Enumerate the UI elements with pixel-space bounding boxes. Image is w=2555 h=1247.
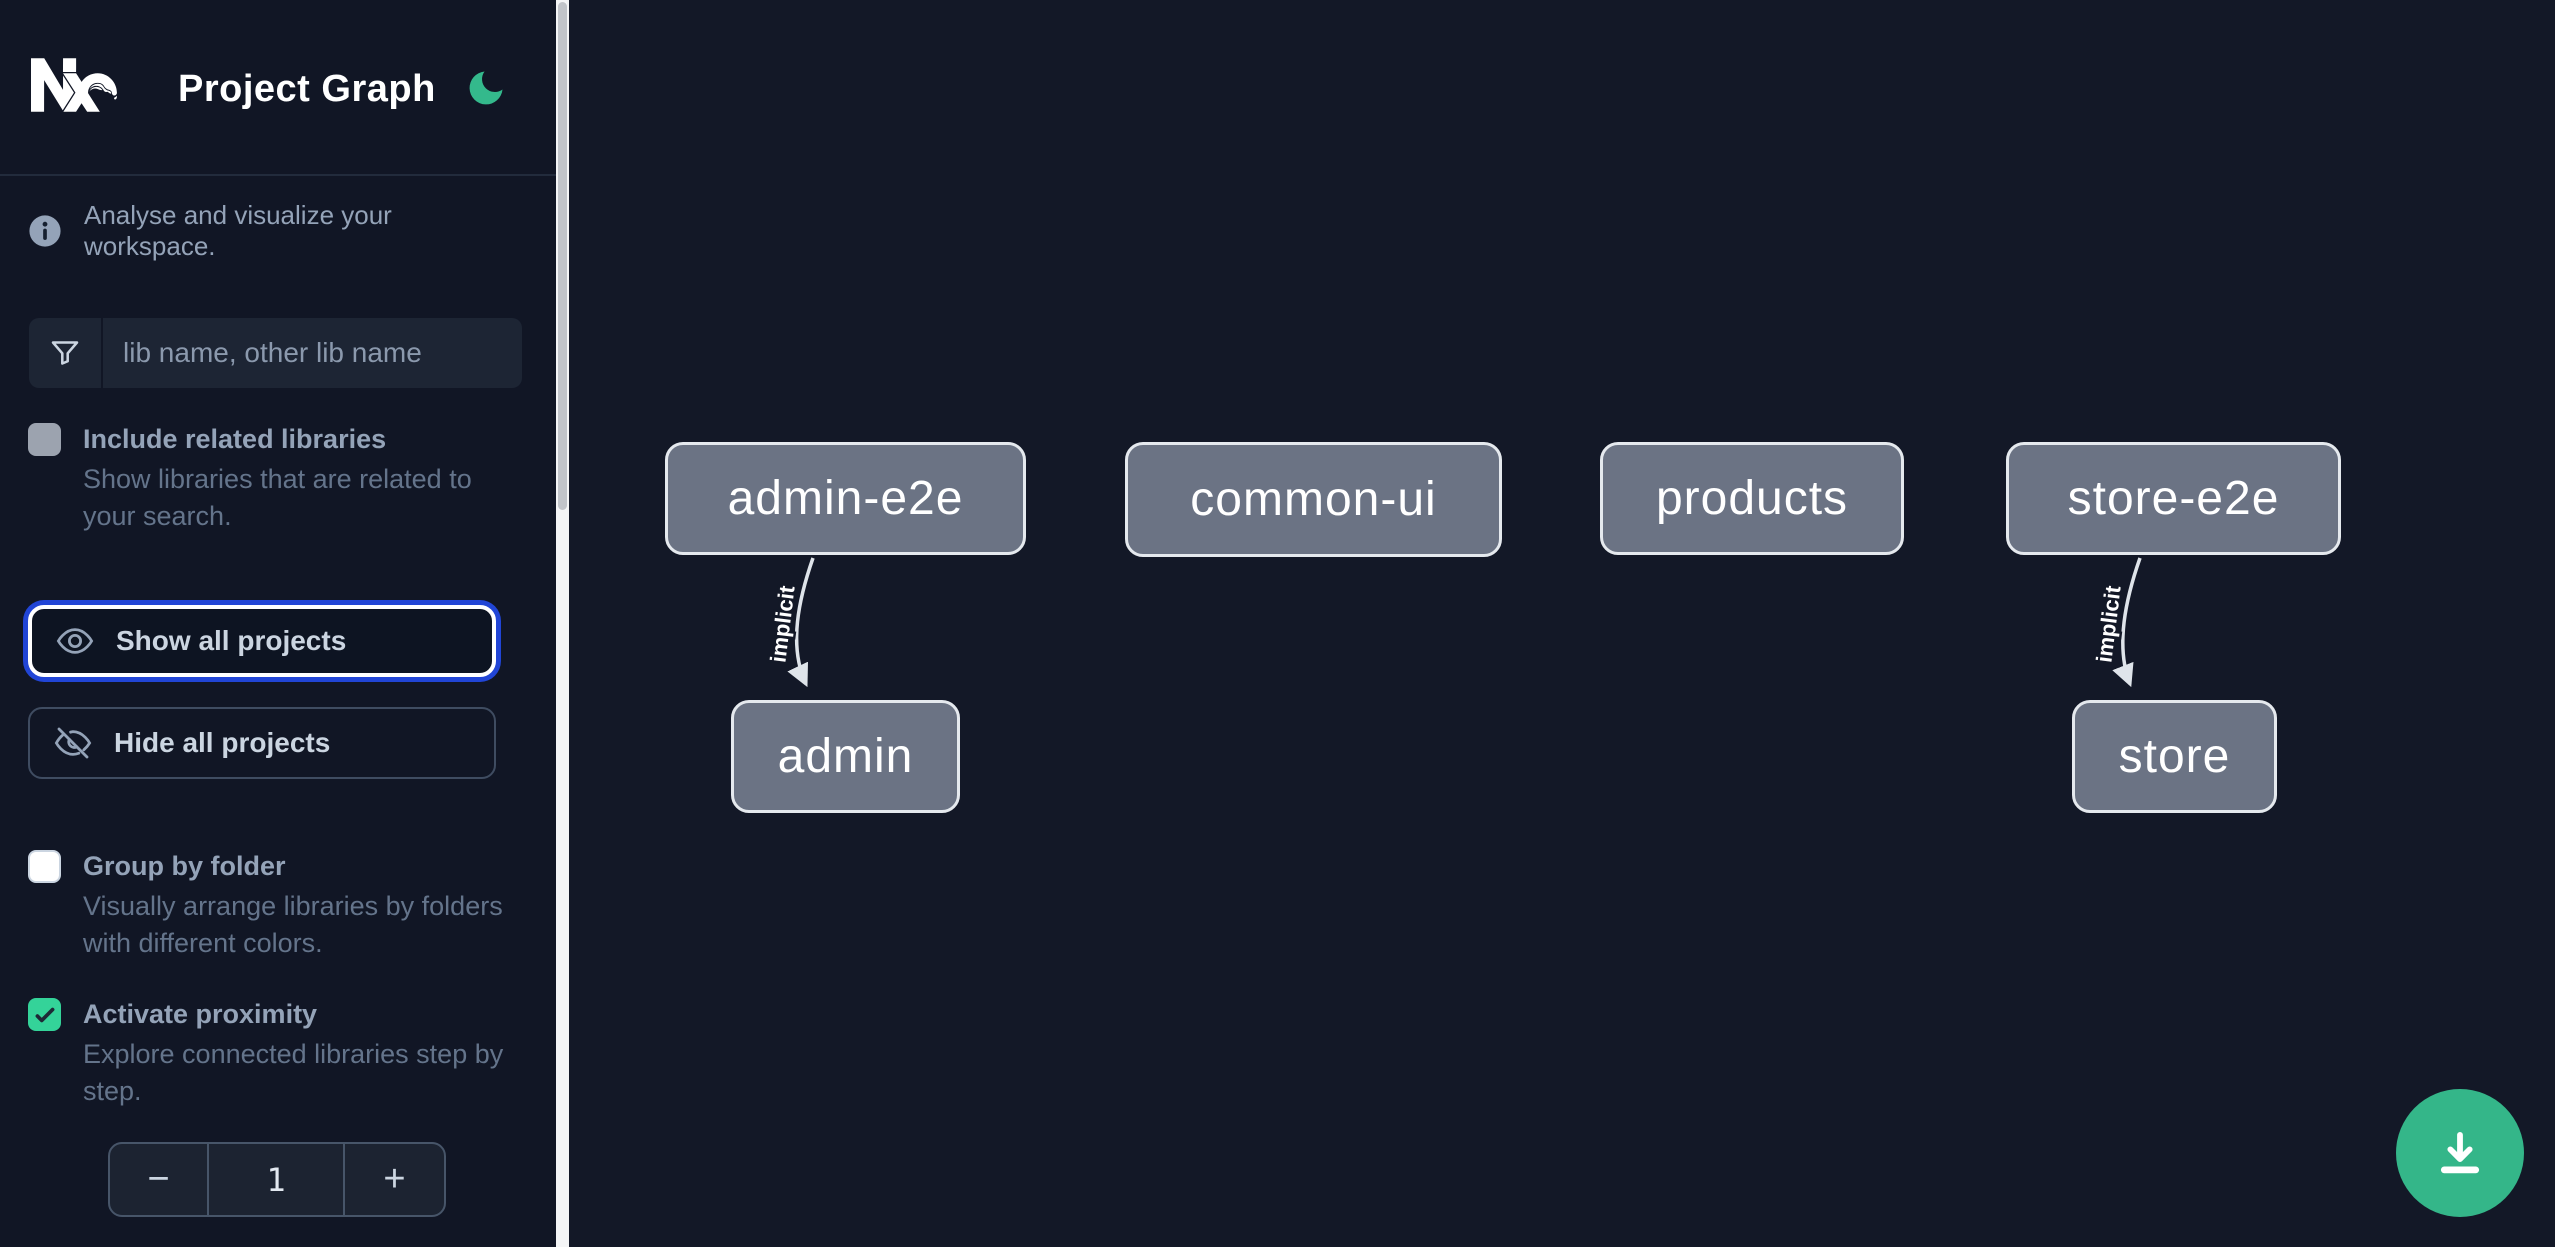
nx-logo (31, 58, 118, 112)
project-node-store-e2e[interactable]: store-e2e (2006, 442, 2341, 555)
edge-label-implicit-2: implicit (2091, 584, 2125, 664)
download-icon (2440, 1131, 2480, 1174)
project-node-admin-e2e[interactable]: admin-e2e (665, 442, 1026, 555)
info-icon (29, 215, 61, 247)
show-all-projects-label: Show all projects (116, 625, 347, 656)
eye-slash-icon (54, 727, 92, 759)
edge-label-implicit-1: implicit (765, 584, 799, 664)
proximity-increment-button[interactable]: + (343, 1144, 444, 1215)
group-by-folder-option: Group by folder Visually arrange librari… (28, 848, 508, 962)
filter-icon-zone (29, 318, 103, 388)
proximity-decrement-button[interactable]: − (110, 1144, 209, 1215)
theme-toggle-button[interactable] (464, 66, 508, 110)
moon-icon (469, 71, 503, 105)
include-related-option: Include related libraries Show libraries… (28, 421, 508, 535)
graph-edges: implicit implicit (763, 557, 2142, 688)
edge-store-e2e-to-store (2112, 557, 2142, 688)
search-input[interactable] (103, 318, 522, 388)
activate-proximity-label: Activate proximity (83, 999, 318, 1029)
proximity-depth-stepper: − 1 + (108, 1142, 446, 1217)
activate-proximity-description: Explore connected libraries step by step… (83, 1039, 504, 1106)
filter-icon (51, 341, 79, 365)
group-by-folder-label: Group by folder (83, 851, 286, 881)
hide-all-projects-label: Hide all projects (114, 727, 331, 758)
project-node-common-ui[interactable]: common-ui (1125, 442, 1502, 557)
activate-proximity-checkbox[interactable] (28, 998, 61, 1031)
group-by-folder-description: Visually arrange libraries by folders wi… (83, 891, 503, 958)
sidebar-header: Project Graph (0, 0, 556, 176)
download-image-button[interactable] (2396, 1089, 2524, 1217)
include-related-label: Include related libraries (83, 424, 387, 454)
sidebar: Project Graph Analyse and visualize your… (0, 0, 556, 1247)
project-node-store[interactable]: store (2072, 700, 2277, 813)
activate-proximity-option: Activate proximity Explore connected lib… (28, 996, 508, 1110)
project-node-products[interactable]: products (1600, 442, 1904, 555)
project-node-admin[interactable]: admin (731, 700, 960, 813)
include-related-description: Show libraries that are related to your … (83, 464, 472, 531)
info-text: Analyse and visualize your workspace. (84, 200, 392, 261)
workspace-info: Analyse and visualize your workspace. (28, 200, 528, 262)
check-icon (35, 1007, 54, 1022)
page-title: Project Graph (178, 68, 436, 110)
sidebar-scrollbar-thumb[interactable] (558, 2, 567, 510)
show-all-projects-button[interactable]: Show all projects (28, 605, 496, 677)
eye-icon (56, 628, 94, 654)
edge-admin-e2e-to-admin (787, 557, 815, 688)
proximity-depth-value: 1 (266, 1160, 286, 1199)
graph-canvas[interactable]: implicit implicit admin-e2e common-ui pr… (569, 0, 2555, 1247)
hide-all-projects-button[interactable]: Hide all projects (28, 707, 496, 779)
group-by-folder-checkbox[interactable] (28, 850, 61, 883)
search-box (29, 318, 522, 388)
include-related-checkbox[interactable] (28, 423, 61, 456)
